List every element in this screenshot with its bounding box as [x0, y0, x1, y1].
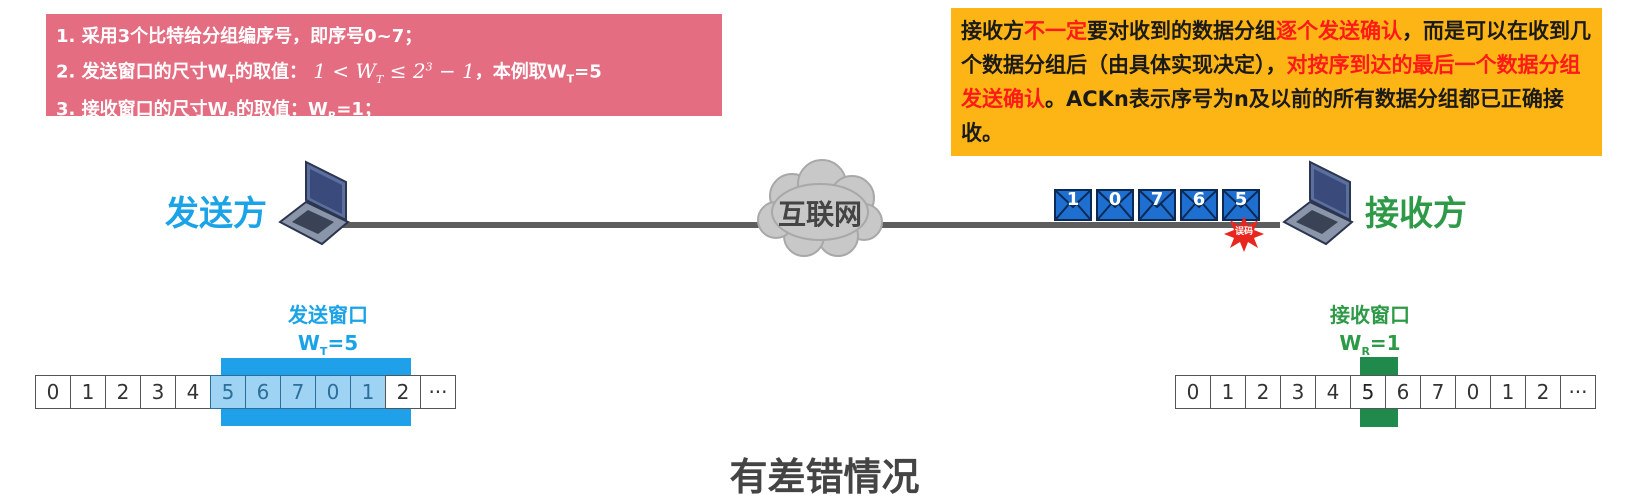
- packet-seq-label: 5: [1234, 189, 1248, 210]
- receiver-seq-cell: 6: [1385, 375, 1421, 409]
- send-window-caption: 发送窗口 WT=5: [240, 301, 416, 366]
- sender-laptop-icon: [278, 160, 350, 246]
- internet-cloud-icon: [757, 159, 883, 257]
- receiver-seq-cell: 1: [1490, 375, 1526, 409]
- sender-seq-cell: 6: [245, 375, 281, 409]
- receiver-seq-cell: 1: [1210, 375, 1246, 409]
- note-line-1: 1. 采用3个比特给分组编序号，即序号0~7；: [56, 26, 423, 47]
- note-line-2: 2. 发送窗口的尺寸WT的取值： 1 < WT ≤ 23 − 1，本例取WT=5: [56, 58, 602, 86]
- send-window-size: WT=5: [297, 331, 359, 358]
- packet-envelope-icon: 1: [1054, 189, 1092, 221]
- receiver-label: 接收方: [1365, 194, 1467, 234]
- error-badge: 误码: [1234, 227, 1253, 237]
- packet-seq-label: 7: [1150, 189, 1164, 210]
- packet-envelope-icon: 6: [1180, 189, 1218, 221]
- receiver-seq-cell: ···: [1560, 375, 1596, 409]
- packet-envelope-icon: 0: [1096, 189, 1134, 221]
- receiver-seq-cell: 5: [1350, 375, 1386, 409]
- sender-seq-cell: 7: [280, 375, 316, 409]
- internet-label: 互联网: [777, 198, 862, 231]
- receiver-laptop-icon: [1282, 160, 1354, 246]
- slide-caption: 有差错情况: [729, 455, 920, 499]
- sender-seq-cell: 2: [385, 375, 421, 409]
- recv-window-caption: 接收窗口 WR=1: [1300, 301, 1440, 366]
- packet-seq-label: 1: [1066, 189, 1080, 210]
- receiver-seq-cell: 2: [1525, 375, 1561, 409]
- send-window-title: 发送窗口: [288, 303, 368, 327]
- sender-seq-cell: 2: [105, 375, 141, 409]
- sender-seq-cell: 1: [350, 375, 386, 409]
- sender-seq-cell: 0: [35, 375, 71, 409]
- sender-seq-cell: 3: [140, 375, 176, 409]
- notes-box: 1. 采用3个比特给分组编序号，即序号0~7； 2. 发送窗口的尺寸WT的取值：…: [46, 14, 722, 122]
- receiver-seq-cell: 2: [1245, 375, 1281, 409]
- recv-window-size: WR=1: [1339, 331, 1401, 358]
- sender-seq-cell: 5: [210, 375, 246, 409]
- packet-seq-label: 0: [1108, 189, 1122, 210]
- receiver-seq-cell: 7: [1420, 375, 1456, 409]
- info-box: 接收方不一定要对收到的数据分组逐个发送确认，而是可以在收到几个数据分组后（由具体…: [951, 8, 1602, 156]
- error-burst-icon: [1224, 216, 1264, 252]
- packet-seq-label: 6: [1192, 189, 1206, 210]
- receiver-seq-cell: 4: [1315, 375, 1351, 409]
- packet-envelope-icon: 7: [1138, 189, 1176, 221]
- receiver-seq-cell: 0: [1175, 375, 1211, 409]
- recv-window-title: 接收窗口: [1330, 303, 1410, 327]
- sender-seq-cell: 1: [70, 375, 106, 409]
- sender-seq-cell: 0: [315, 375, 351, 409]
- sender-seq-cell: 4: [175, 375, 211, 409]
- packet-queue: 1 0 7 6 5: [1054, 189, 1264, 221]
- sender-label: 发送方: [165, 194, 267, 234]
- receiver-seq-cell: 0: [1455, 375, 1491, 409]
- packet-envelope-icon: 5: [1222, 189, 1260, 221]
- window-size-inequality: 1 < WT ≤ 23 − 1: [313, 58, 475, 86]
- receiver-seq-cell: 3: [1280, 375, 1316, 409]
- note-line-3: 3. 接收窗口的尺寸WR的取值：WR=1；: [56, 98, 382, 123]
- sender-seq-cell: ···: [420, 375, 456, 409]
